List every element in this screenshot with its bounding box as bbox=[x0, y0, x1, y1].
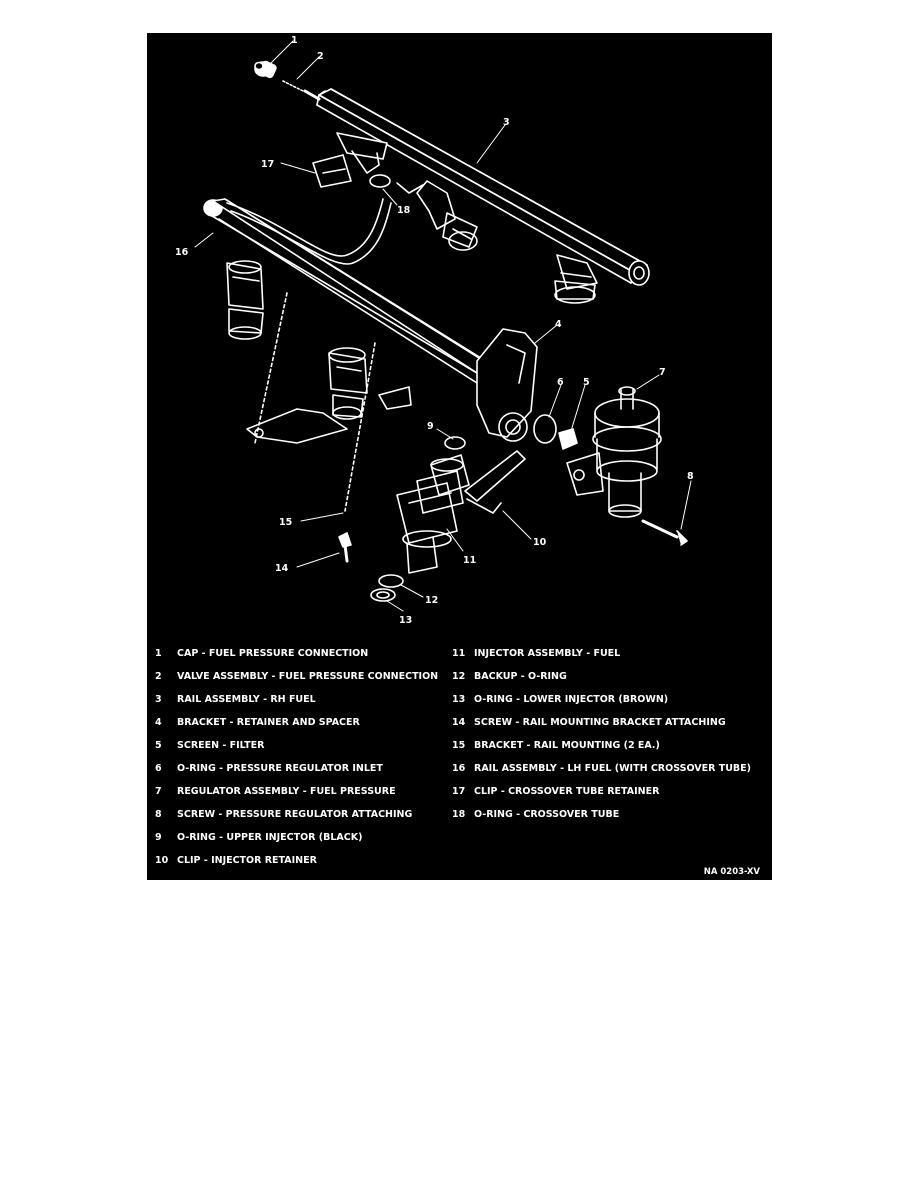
callout-13: 13 bbox=[399, 615, 412, 626]
lh-rail-injector-1 bbox=[226, 260, 264, 340]
regulator-attaching-screw bbox=[641, 519, 688, 546]
rh-rail-injector-1 bbox=[416, 180, 478, 251]
callout-18: 18 bbox=[397, 205, 411, 216]
crossover-tube-clip bbox=[312, 154, 352, 188]
legend-text: BRACKET - RAIL MOUNTING (2 EA.) bbox=[474, 740, 660, 751]
crossover-o-ring bbox=[369, 174, 391, 188]
legend-number: 1 bbox=[155, 648, 162, 659]
legend-text: SCREW - PRESSURE REGULATOR ATTACHING bbox=[177, 809, 413, 820]
legend-number: 8 bbox=[155, 809, 162, 820]
fuel-pressure-regulator bbox=[566, 386, 662, 518]
legend-number: 17 bbox=[452, 786, 466, 797]
lower-injector-o-ring bbox=[370, 588, 396, 602]
fuel-injector-assembly bbox=[396, 454, 470, 574]
legend-text: VALVE ASSEMBLY - FUEL PRESSURE CONNECTIO… bbox=[177, 671, 439, 682]
figure-code: NA 0203-XV bbox=[703, 867, 760, 877]
callout-14: 14 bbox=[275, 563, 289, 574]
legend-number: 12 bbox=[452, 671, 466, 682]
callout-7: 7 bbox=[659, 367, 666, 378]
legend-number: 14 bbox=[452, 717, 466, 728]
callout-5: 5 bbox=[583, 377, 590, 388]
legend-number: 4 bbox=[155, 717, 162, 728]
legend-number: 5 bbox=[155, 740, 162, 751]
legend-text: SCREW - RAIL MOUNTING BRACKET ATTACHING bbox=[474, 717, 726, 728]
rail-bracket-screw bbox=[338, 532, 352, 563]
callout-1: 1 bbox=[291, 35, 298, 46]
legend-text: O-RING - PRESSURE REGULATOR INLET bbox=[177, 763, 383, 774]
legend-text: O-RING - UPPER INJECTOR (BLACK) bbox=[177, 832, 363, 843]
legend-text: BRACKET - RETAINER AND SPACER bbox=[177, 717, 360, 728]
rail-mounting-bracket-left bbox=[246, 408, 348, 444]
legend-number: 10 bbox=[155, 855, 169, 866]
lh-rail-injector-2 bbox=[328, 347, 368, 420]
legend-text: RAIL ASSEMBLY - LH FUEL (WITH CROSSOVER … bbox=[474, 763, 751, 774]
legend-text: CAP - FUEL PRESSURE CONNECTION bbox=[177, 648, 369, 659]
backup-o-ring bbox=[378, 574, 404, 588]
callout-3: 3 bbox=[503, 117, 510, 128]
legend-text: CLIP - INJECTOR RETAINER bbox=[177, 855, 317, 866]
callout-12: 12 bbox=[425, 595, 438, 606]
legend-text: CLIP - CROSSOVER TUBE RETAINER bbox=[474, 786, 660, 797]
legend-number: 3 bbox=[155, 694, 162, 705]
legend-number: 11 bbox=[452, 648, 466, 659]
upper-injector-o-ring bbox=[444, 436, 466, 450]
legend-number: 9 bbox=[155, 832, 162, 843]
callout-2: 2 bbox=[317, 51, 324, 62]
legend-number: 13 bbox=[452, 694, 466, 705]
legend-text: INJECTOR ASSEMBLY - FUEL bbox=[474, 648, 621, 659]
callout-9: 9 bbox=[427, 421, 434, 432]
legend-number: 6 bbox=[155, 763, 162, 774]
legend-text: REGULATOR ASSEMBLY - FUEL PRESSURE bbox=[177, 786, 396, 797]
callout-17: 17 bbox=[261, 159, 274, 170]
callout-16: 16 bbox=[175, 247, 189, 258]
legend-number: 18 bbox=[452, 809, 466, 820]
legend-number: 16 bbox=[452, 763, 466, 774]
legend-text: BACKUP - O-RING bbox=[474, 671, 567, 682]
regulator-inlet-o-ring bbox=[533, 414, 557, 444]
callout-6: 6 bbox=[557, 377, 564, 388]
rh-rail-injector-2 bbox=[554, 254, 598, 304]
legend-text: O-RING - CROSSOVER TUBE bbox=[474, 809, 620, 820]
fuel-pressure-cap bbox=[254, 60, 277, 79]
rh-fuel-rail bbox=[316, 88, 650, 286]
legend-text: O-RING - LOWER INJECTOR (BROWN) bbox=[474, 694, 669, 705]
callout-15: 15 bbox=[279, 517, 292, 528]
callout-4: 4 bbox=[555, 319, 562, 330]
pressure-connection-valve bbox=[282, 80, 321, 101]
retainer-spacer-bracket bbox=[476, 328, 538, 442]
legend-text: RAIL ASSEMBLY - RH FUEL bbox=[177, 694, 316, 705]
callout-8: 8 bbox=[687, 471, 694, 482]
legend-number: 2 bbox=[155, 671, 162, 682]
filter-screen bbox=[558, 428, 578, 450]
legend-text: SCREEN - FILTER bbox=[177, 740, 265, 751]
callout-11: 11 bbox=[463, 555, 476, 566]
legend-number: 15 bbox=[452, 740, 466, 751]
rail-mounting-bracket-right bbox=[378, 386, 412, 410]
callout-10: 10 bbox=[533, 537, 547, 548]
injector-retainer-clip bbox=[464, 450, 526, 514]
legend-number: 7 bbox=[155, 786, 162, 797]
